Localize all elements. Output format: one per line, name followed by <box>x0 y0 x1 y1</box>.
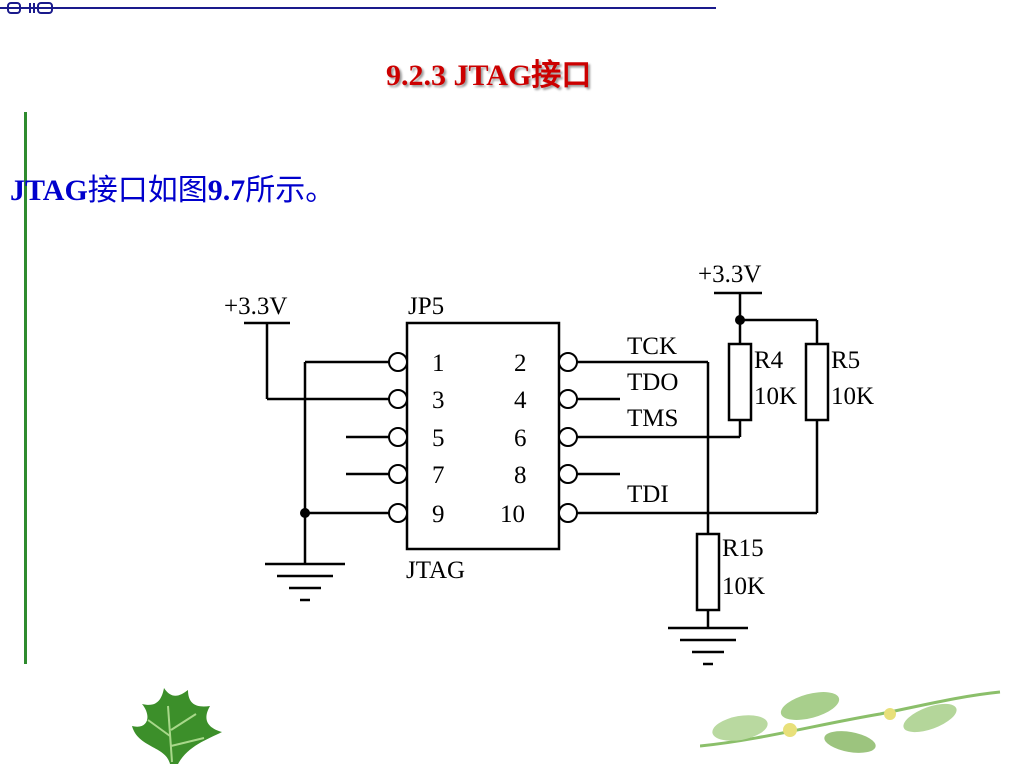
body-phrase-2: 所示。 <box>245 174 336 207</box>
pin-label: 3 <box>432 387 445 414</box>
vine-decoration-icon <box>700 690 1001 753</box>
resistor-value: 10K <box>831 383 874 410</box>
pin-label: 6 <box>514 425 527 452</box>
resistor-ref: R15 <box>722 535 764 562</box>
header-rule <box>0 7 716 9</box>
signal-tck: TCK <box>627 333 677 360</box>
pin-label: 5 <box>432 425 445 452</box>
connector-ref: JP5 <box>408 293 444 320</box>
body-text: JTAG接口如图9.7所示。 <box>10 165 335 209</box>
left-accent-bar <box>24 112 27 664</box>
vcc-label-right: +3.3V <box>698 261 761 288</box>
slide-title: 9.2.3 JTAG接口 <box>386 59 592 92</box>
pin-label: 4 <box>514 387 527 414</box>
figure-number: 9.7 <box>207 174 246 207</box>
jtag-schematic: +3.3V +3.3V JP5 JTAG 1 3 5 7 9 2 4 6 8 1… <box>214 246 890 672</box>
signal-tdo: TDO <box>627 369 678 396</box>
pin-label: 8 <box>514 462 527 489</box>
vcc-label-left: +3.3V <box>224 293 287 320</box>
body-term: JTAG <box>10 174 88 207</box>
resistor-ref: R5 <box>831 347 860 374</box>
resistor-value: 10K <box>754 383 797 410</box>
pin-label: 9 <box>432 501 445 528</box>
signal-tms: TMS <box>627 405 678 432</box>
resistor-value: 10K <box>722 573 765 600</box>
connector-name: JTAG <box>406 557 465 584</box>
signal-tdi: TDI <box>627 481 669 508</box>
body-phrase-1: 接口如图 <box>87 174 208 207</box>
resistor-ref: R4 <box>754 347 784 374</box>
pin-label: 7 <box>432 462 445 489</box>
pin-label: 10 <box>500 501 525 528</box>
pin-label: 2 <box>514 350 527 377</box>
leaf-decoration-icon <box>132 688 222 764</box>
pin-label: 1 <box>432 350 445 377</box>
